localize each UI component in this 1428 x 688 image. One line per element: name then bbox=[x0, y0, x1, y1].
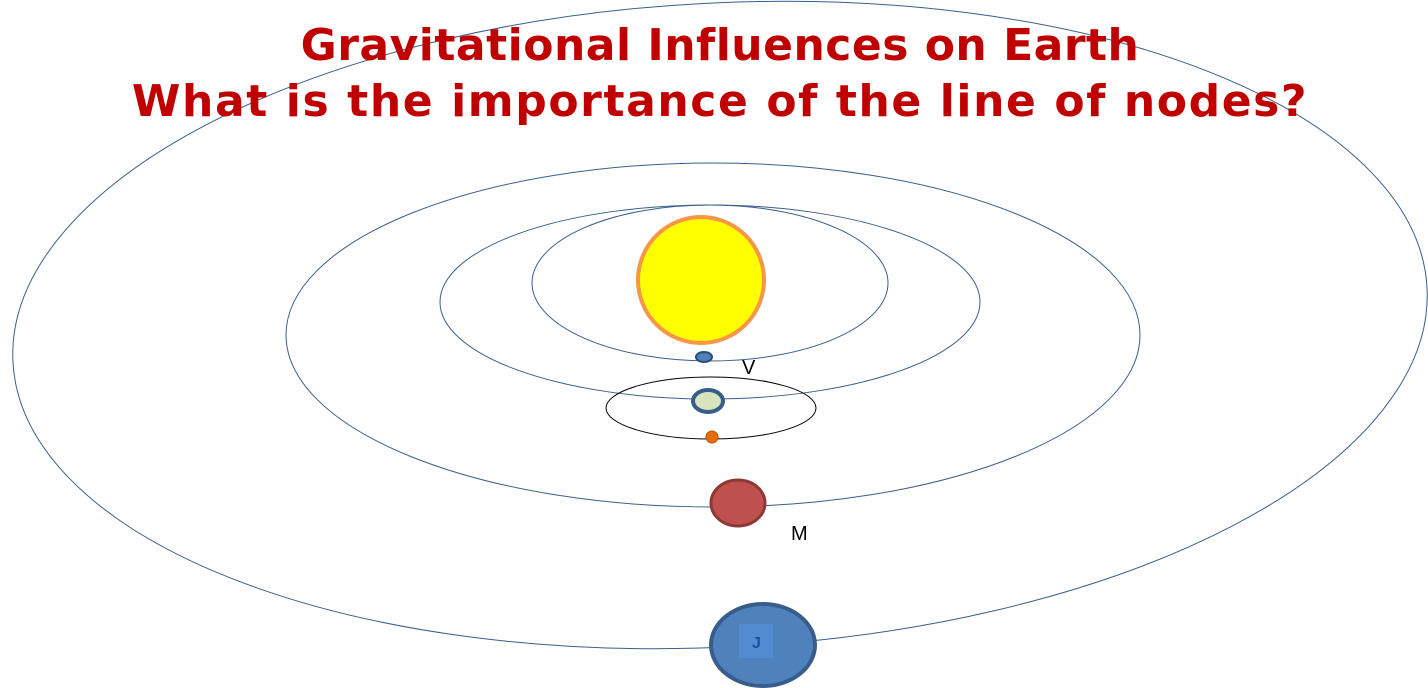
sun bbox=[636, 215, 766, 345]
venus-label: V bbox=[742, 357, 756, 379]
jupiter-label: J bbox=[752, 635, 761, 652]
mars-label: M bbox=[791, 523, 808, 545]
jupiter-label-box bbox=[739, 624, 773, 658]
earth bbox=[691, 388, 725, 414]
venus bbox=[695, 351, 713, 363]
moon bbox=[705, 430, 719, 444]
mars bbox=[709, 478, 767, 528]
